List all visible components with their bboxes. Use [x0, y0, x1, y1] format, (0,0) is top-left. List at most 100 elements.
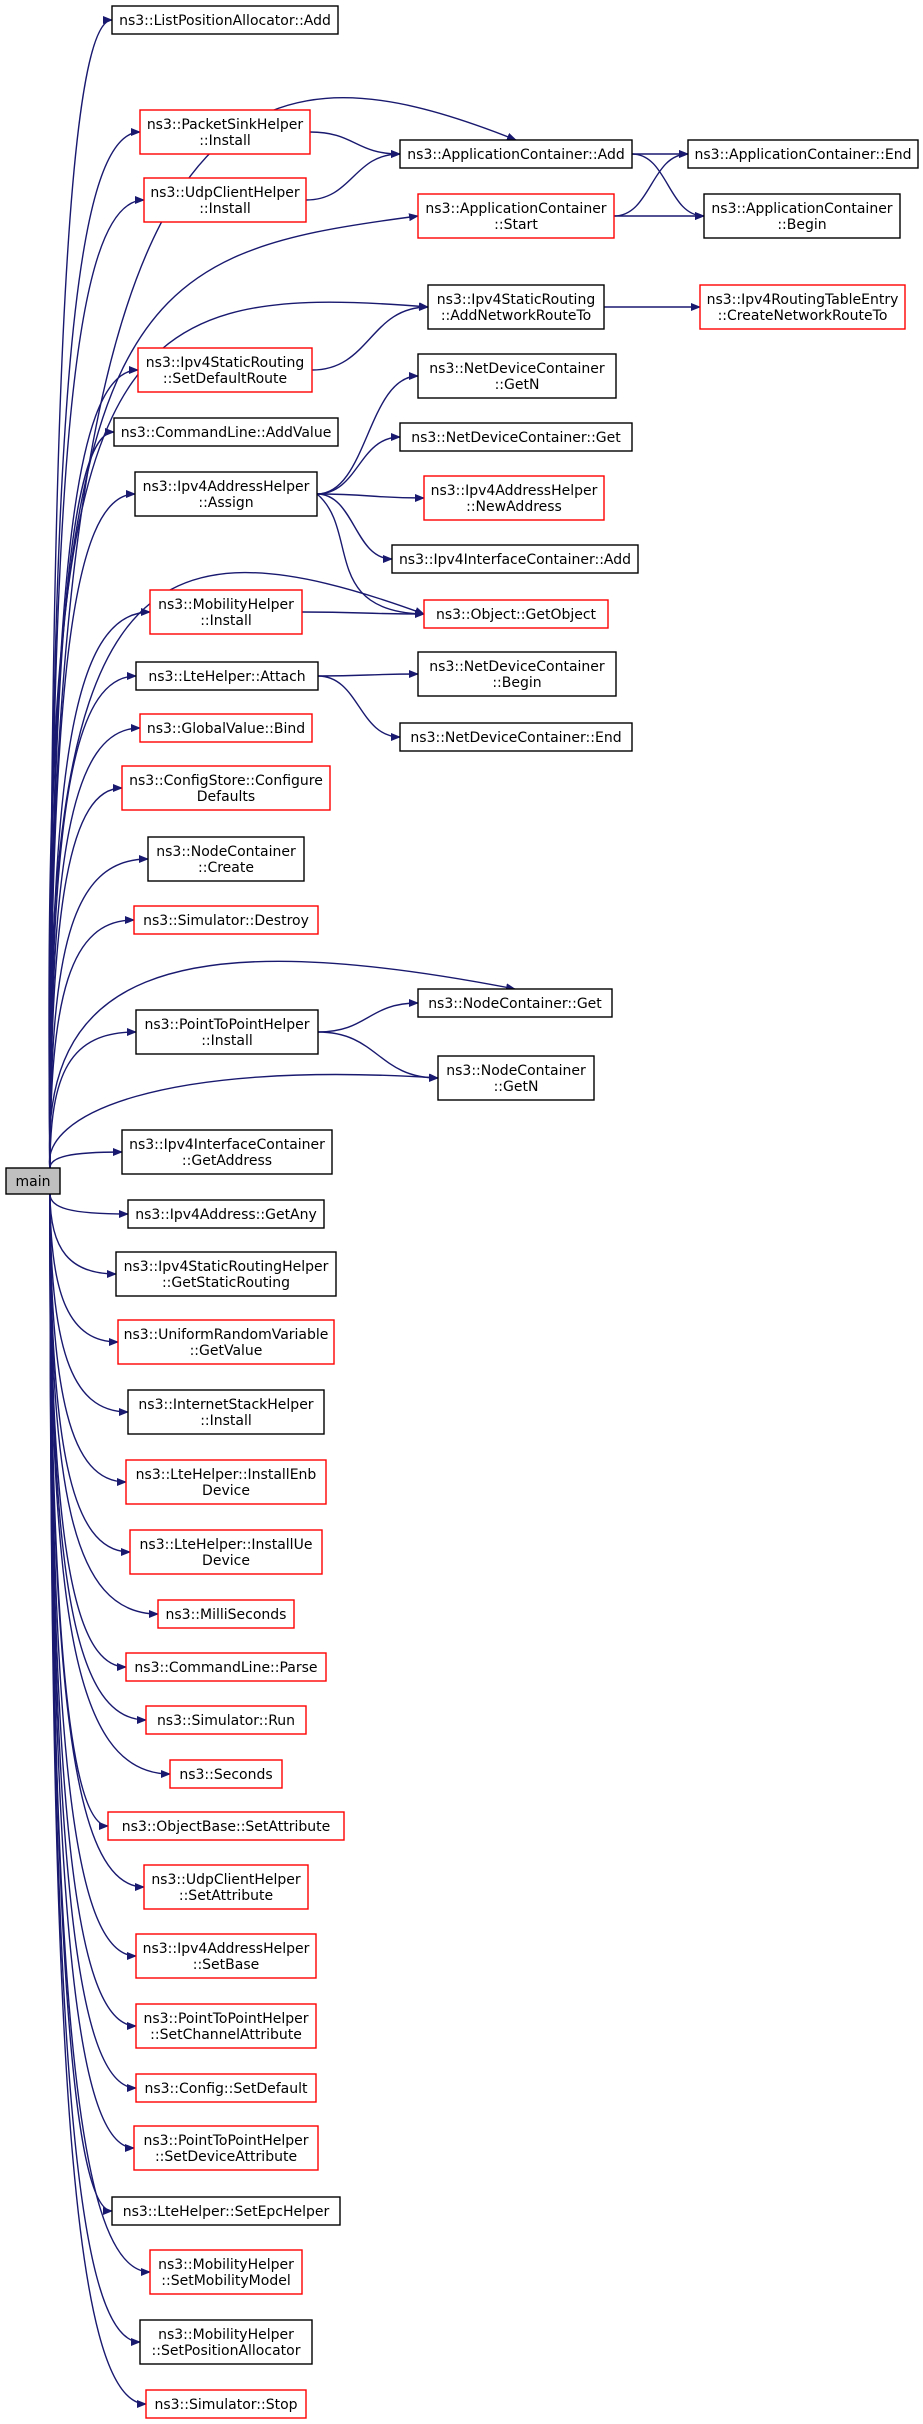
- node-mobility-helper-set-position-allocator[interactable]: ns3::MobilityHelper::SetPositionAllocato…: [139, 2319, 313, 2365]
- node-box: [113, 417, 339, 447]
- node-ipv4-interface-container-get-address[interactable]: ns3::Ipv4InterfaceContainer::GetAddress: [121, 1129, 333, 1175]
- edge-main-to-config-store-configure-defaults: [49, 784, 123, 1169]
- node-lte-helper-set-epc-helper[interactable]: ns3::LteHelper::SetEpcHelper: [111, 2196, 341, 2226]
- node-uniform-random-variable-get-value[interactable]: ns3::UniformRandomVariable::GetValue: [117, 1319, 335, 1365]
- node-simulator-run[interactable]: ns3::Simulator::Run: [145, 1705, 307, 1735]
- node-internet-stack-helper-install[interactable]: ns3::InternetStackHelper::Install: [127, 1389, 325, 1435]
- node-net-device-container-get[interactable]: ns3::NetDeviceContainer::Get: [399, 422, 633, 452]
- node-udp-client-helper-install[interactable]: ns3::UdpClientHelper::Install: [143, 177, 307, 223]
- node-list-position-allocator-add[interactable]: ns3::ListPositionAllocator::Add: [111, 5, 339, 35]
- node-net-device-container-end[interactable]: ns3::NetDeviceContainer::End: [399, 722, 633, 752]
- node-command-line-add-value[interactable]: ns3::CommandLine::AddValue: [113, 417, 339, 447]
- node-config-set-default[interactable]: ns3::Config::SetDefault: [135, 2073, 317, 2103]
- node-ipv4-address-helper-new-address[interactable]: ns3::Ipv4AddressHelper::NewAddress: [423, 475, 605, 521]
- node-packet-sink-helper-install[interactable]: ns3::PacketSinkHelper::Install: [139, 109, 311, 155]
- node-node-container-get[interactable]: ns3::NodeContainer::Get: [417, 988, 613, 1018]
- node-mobility-helper-install[interactable]: ns3::MobilityHelper::Install: [149, 589, 303, 635]
- edge-ipv4-address-helper-assign-to-net-device-container-get: [316, 433, 401, 495]
- node-label: ns3::NetDeviceContainer: [429, 659, 605, 675]
- edge-main-to-simulator-destroy: [49, 916, 135, 1169]
- node-application-container-begin[interactable]: ns3::ApplicationContainer::Begin: [703, 193, 901, 239]
- edge-main-to-node-container-getn: [48, 1073, 439, 1169]
- edge-point-to-point-helper-install-to-node-container-getn: [317, 1031, 439, 1082]
- node-point-to-point-helper-install[interactable]: ns3::PointToPointHelper::Install: [135, 1009, 319, 1055]
- node-box: [139, 2319, 313, 2365]
- node-label: ns3::Ipv4Address::GetAny: [135, 1207, 317, 1223]
- node-application-container-start[interactable]: ns3::ApplicationContainer::Start: [417, 193, 615, 239]
- node-box: [135, 1009, 319, 1055]
- node-label: ::Start: [494, 217, 538, 233]
- node-label: ns3::Seconds: [179, 1767, 272, 1783]
- node-ipv4-static-routing-set-default-route[interactable]: ns3::Ipv4StaticRouting::SetDefaultRoute: [137, 347, 313, 393]
- node-ipv4-static-routing-helper-get-static-routing[interactable]: ns3::Ipv4StaticRoutingHelper::GetStaticR…: [115, 1251, 337, 1297]
- node-label: ::GetAddress: [182, 1153, 272, 1169]
- node-ipv4-static-routing-add-network-route-to[interactable]: ns3::Ipv4StaticRouting::AddNetworkRouteT…: [427, 284, 605, 330]
- node-node-container-getn[interactable]: ns3::NodeContainer::GetN: [437, 1055, 595, 1101]
- node-label: ns3::PointToPointHelper: [143, 2133, 308, 2149]
- node-box: [157, 1599, 295, 1629]
- node-ipv4-address-get-any[interactable]: ns3::Ipv4Address::GetAny: [127, 1199, 325, 1229]
- edge-application-container-start-to-application-container-end: [613, 150, 689, 217]
- node-label: ::Begin: [777, 217, 826, 233]
- node-ipv4-interface-container-add[interactable]: ns3::Ipv4InterfaceContainer::Add: [391, 544, 639, 574]
- node-label: ns3::Object::GetObject: [436, 607, 597, 623]
- edge-main-to-ipv4-address-get-any: [49, 1193, 129, 1218]
- node-label: ns3::Ipv4StaticRouting: [437, 292, 595, 308]
- node-global-value-bind[interactable]: ns3::GlobalValue::Bind: [139, 713, 313, 743]
- node-main[interactable]: main: [5, 1167, 61, 1195]
- node-net-device-container-begin[interactable]: ns3::NetDeviceContainer::Begin: [417, 651, 617, 697]
- node-ipv4-routing-table-entry-create-network-route-to[interactable]: ns3::Ipv4RoutingTableEntry::CreateNetwor…: [699, 284, 906, 330]
- node-mobility-helper-set-mobility-model[interactable]: ns3::MobilityHelper::SetMobilityModel: [149, 2249, 303, 2295]
- node-box: [111, 5, 339, 35]
- node-lte-helper-attach[interactable]: ns3::LteHelper::Attach: [135, 661, 319, 691]
- node-box: [137, 347, 313, 393]
- node-object-get-object[interactable]: ns3::Object::GetObject: [423, 599, 609, 629]
- node-simulator-destroy[interactable]: ns3::Simulator::Destroy: [133, 905, 319, 935]
- node-label: ns3::MobilityHelper: [158, 2327, 294, 2343]
- node-application-container-end[interactable]: ns3::ApplicationContainer::End: [687, 139, 919, 169]
- node-object-base-set-attribute[interactable]: ns3::ObjectBase::SetAttribute: [107, 1811, 345, 1841]
- node-seconds[interactable]: ns3::Seconds: [169, 1759, 283, 1789]
- node-box: [5, 1167, 61, 1195]
- node-label: ns3::UdpClientHelper: [151, 1872, 301, 1888]
- node-box: [125, 1652, 327, 1682]
- node-label: ns3::ApplicationContainer: [711, 201, 892, 217]
- node-net-device-container-getn[interactable]: ns3::NetDeviceContainer::GetN: [417, 353, 617, 399]
- edge-main-to-packet-sink-helper-install: [49, 128, 141, 1169]
- node-box: [139, 713, 313, 743]
- node-label: ::SetPositionAllocator: [152, 2343, 301, 2359]
- node-box: [133, 2125, 319, 2171]
- node-udp-client-helper-set-attribute[interactable]: ns3::UdpClientHelper::SetAttribute: [143, 1864, 309, 1910]
- node-label: ns3::CommandLine::AddValue: [121, 425, 332, 441]
- node-simulator-stop[interactable]: ns3::Simulator::Stop: [145, 2389, 307, 2419]
- edge-main-to-ipv4-static-routing-add-network-route-to: [48, 301, 429, 1169]
- node-ipv4-address-helper-assign[interactable]: ns3::Ipv4AddressHelper::Assign: [134, 471, 318, 517]
- node-application-container-add[interactable]: ns3::ApplicationContainer::Add: [399, 139, 633, 169]
- node-label: ::Assign: [198, 495, 253, 511]
- node-box: [427, 284, 605, 330]
- node-label: ns3::CommandLine::Parse: [134, 1660, 317, 1676]
- edge-main-to-lte-helper-attach: [49, 672, 137, 1169]
- node-command-line-parse[interactable]: ns3::CommandLine::Parse: [125, 1652, 327, 1682]
- node-node-container-create[interactable]: ns3::NodeContainer::Create: [147, 836, 305, 882]
- node-layer: main ns3::ListPositionAllocator::Addns3::…: [5, 5, 919, 2419]
- edge-main-to-ipv4-interface-container-get-address: [49, 1148, 123, 1169]
- node-label: ns3::GlobalValue::Bind: [147, 721, 305, 737]
- node-box: [423, 475, 605, 521]
- node-milli-seconds[interactable]: ns3::MilliSeconds: [157, 1599, 295, 1629]
- node-box: [133, 905, 319, 935]
- node-label: ns3::Simulator::Run: [157, 1713, 295, 1729]
- node-ipv4-address-helper-set-base[interactable]: ns3::Ipv4AddressHelper::SetBase: [135, 1933, 317, 1979]
- node-box: [437, 1055, 595, 1101]
- node-box: [143, 1864, 309, 1910]
- node-point-to-point-helper-set-device-attribute[interactable]: ns3::PointToPointHelper::SetDeviceAttrib…: [133, 2125, 319, 2171]
- node-label: ns3::MobilityHelper: [158, 2257, 294, 2273]
- node-point-to-point-helper-set-channel-attribute[interactable]: ns3::PointToPointHelper::SetChannelAttri…: [135, 2003, 317, 2049]
- node-label: ns3::NetDeviceContainer::Get: [411, 430, 621, 446]
- node-label: ::Install: [199, 201, 251, 217]
- node-label: ns3::Ipv4StaticRoutingHelper: [124, 1259, 329, 1275]
